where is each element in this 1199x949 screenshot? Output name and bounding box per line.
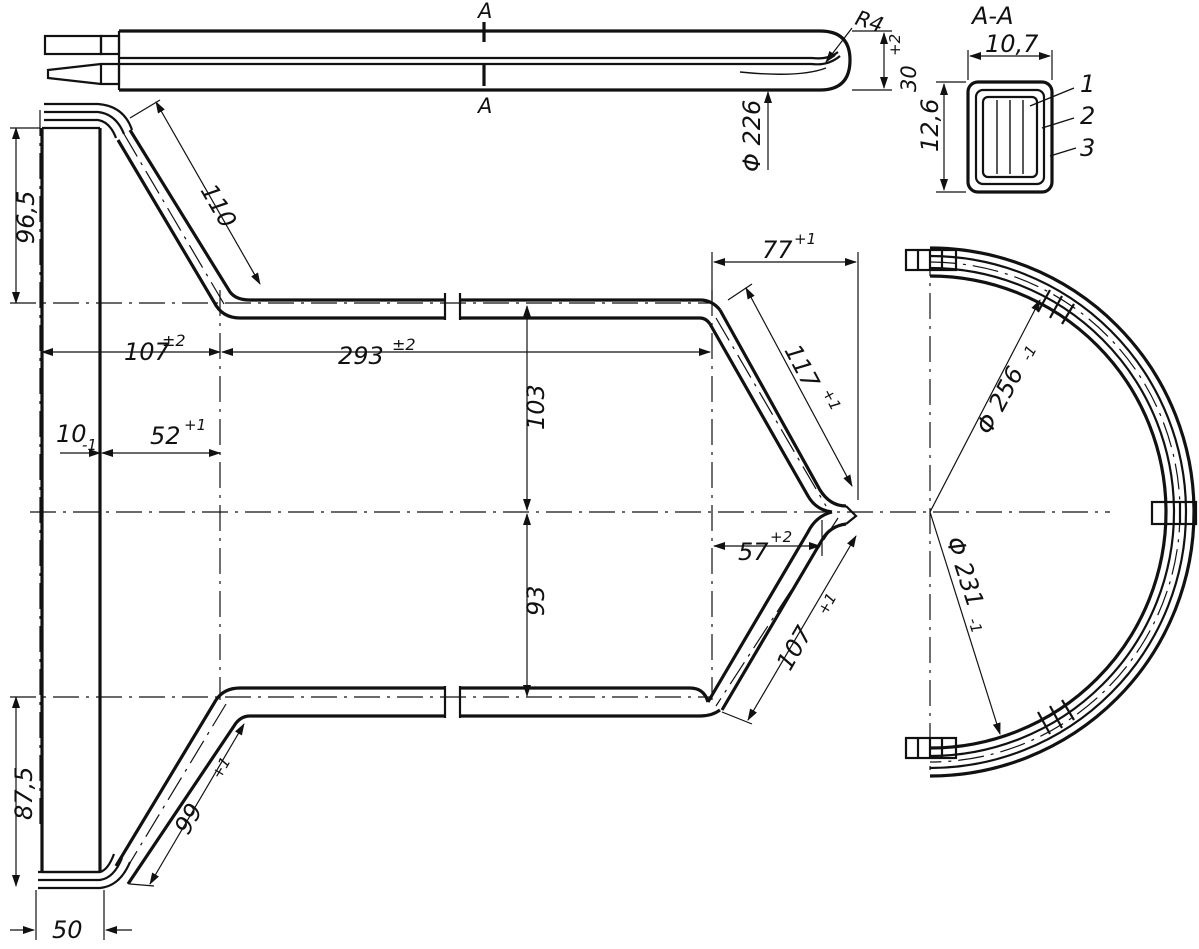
dim-117-tol: +1 [818, 385, 844, 413]
callout-1: 1 [1080, 70, 1095, 98]
dim-99: 99 [169, 799, 209, 839]
dim-107: 107 [124, 338, 171, 366]
ring-inner [929, 274, 1168, 750]
dim-107b: 107 [771, 621, 819, 675]
callout-2: 2 [1080, 102, 1095, 130]
dim-107-tol: ±2 [162, 331, 186, 350]
radius-label: R4 [852, 6, 886, 37]
ring-outer-diameter: Φ 256 [971, 362, 1030, 439]
dim-107b-tol: +1 [814, 590, 841, 618]
section-a-a: A-A 10,7 12,6 1 2 3 [916, 2, 1095, 194]
section-height-label: 12,6 [916, 99, 944, 152]
dim-57-tol: +2 [770, 528, 792, 546]
dim-96-5: 96,5 [12, 191, 40, 244]
ring-inner-diameter: Φ 231 [940, 533, 989, 610]
main-view: 96,5 110 107 ±2 293 ±2 10 -1 52 +1 103 9… [10, 99, 1110, 944]
dim-10: 10 [56, 420, 87, 448]
callout-3: 3 [1080, 134, 1095, 162]
section-title: A-A [970, 2, 1014, 30]
section-outer-wall [966, 80, 1054, 194]
section-middle-layer [974, 88, 1046, 186]
ring-outer [929, 246, 1196, 778]
upper-diagonal-inner [116, 139, 445, 320]
dim-50: 50 [52, 916, 83, 944]
section-width-label: 10,7 [985, 30, 1039, 58]
side-diameter-label: Φ 226 [738, 100, 766, 172]
upper-right-segment [460, 298, 722, 312]
dim-77: 77 [762, 236, 793, 264]
lower-diagonal-outer [114, 686, 445, 867]
section-inner-core [981, 95, 1039, 179]
dim-103: 103 [522, 384, 550, 430]
side-end-block-top [43, 34, 103, 56]
upper-diagonal-outer [128, 129, 445, 302]
dim-293-tol: ±2 [392, 335, 416, 354]
ring-outer-tol: -1 [1018, 342, 1041, 364]
side-view: A A R4 30 +2 Φ 226 [43, 0, 921, 172]
dim-93: 93 [522, 585, 550, 616]
dim-10-tol: -1 [82, 436, 97, 454]
dim-52-tol: +1 [184, 416, 206, 434]
dim-110: 110 [195, 179, 242, 233]
thickness-tolerance: +2 [886, 34, 904, 56]
side-end-block-bottom [46, 62, 121, 86]
ring-end-middle [1150, 500, 1198, 526]
side-bar-outline [119, 29, 852, 92]
dim-293: 293 [338, 342, 384, 370]
side-end-block-top-2 [99, 34, 121, 56]
section-mark-top: A [476, 0, 492, 23]
lower-right-segment [460, 708, 721, 718]
dim-52: 52 [150, 422, 181, 450]
thickness-label: 30 [897, 65, 921, 92]
dim-77-tol: +1 [794, 230, 816, 248]
dim-87-5: 87,5 [10, 767, 38, 820]
lower-diagonal-inner [126, 714, 445, 885]
section-mark-bottom: A [476, 94, 492, 118]
ring-inner-tol: -1 [964, 616, 986, 636]
dim-117: 117 [779, 340, 826, 394]
right-upper-diagonal [718, 309, 847, 508]
dim-57: 57 [738, 538, 769, 566]
